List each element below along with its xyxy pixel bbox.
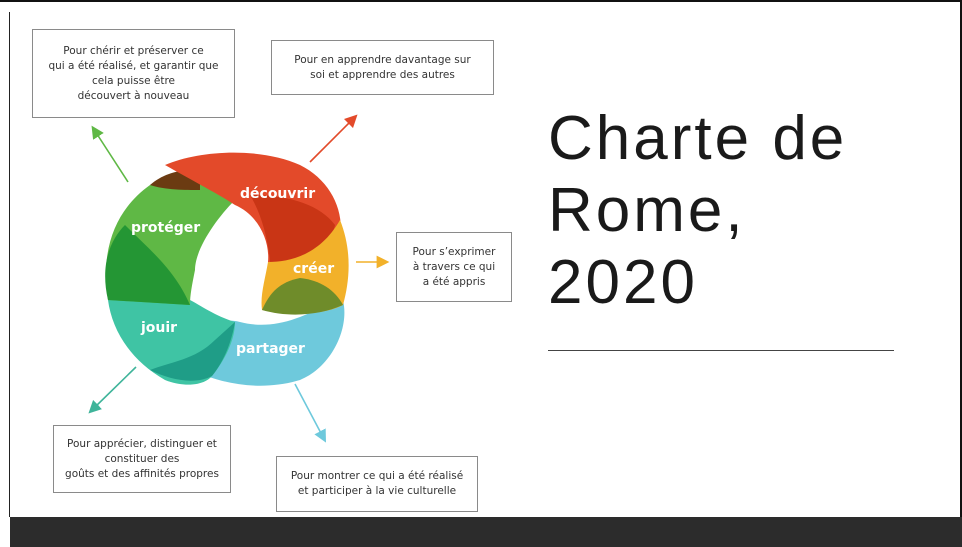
arrow-partager xyxy=(294,383,326,443)
presentation-footer-bar xyxy=(10,517,962,547)
segment-creer-olive xyxy=(262,278,343,315)
segment-decouvrir-dark xyxy=(250,195,335,262)
segment-label-partager: partager xyxy=(236,341,305,357)
note-creer: Pour s’exprimer à travers ce qui a été a… xyxy=(396,232,512,302)
title-underline xyxy=(548,350,894,351)
note-proteger: Pour chérir et préserver ce qui a été ré… xyxy=(32,29,235,118)
note-jouir: Pour apprécier, distinguer et constituer… xyxy=(53,425,231,493)
slide-title: Charte de Rome, 2020 xyxy=(548,104,848,317)
ring xyxy=(105,152,349,386)
segment-proteger-dark xyxy=(105,225,190,305)
segment-label-jouir: jouir xyxy=(140,320,177,336)
arrow-proteger xyxy=(91,125,129,183)
note-partager: Pour montrer ce qui a été réalisé et par… xyxy=(276,456,478,512)
segment-label-decouvrir: découvrir xyxy=(240,186,315,202)
segment-label-proteger: protéger xyxy=(131,220,200,236)
arrow-decouvrir xyxy=(309,114,358,163)
segment-label-creer: créer xyxy=(293,261,334,277)
arrow-jouir xyxy=(88,366,137,414)
note-decouvrir: Pour en apprendre davantage sur soi et a… xyxy=(271,40,494,95)
slide-left-border xyxy=(9,12,10,517)
segment-jouir-shade xyxy=(150,322,235,381)
